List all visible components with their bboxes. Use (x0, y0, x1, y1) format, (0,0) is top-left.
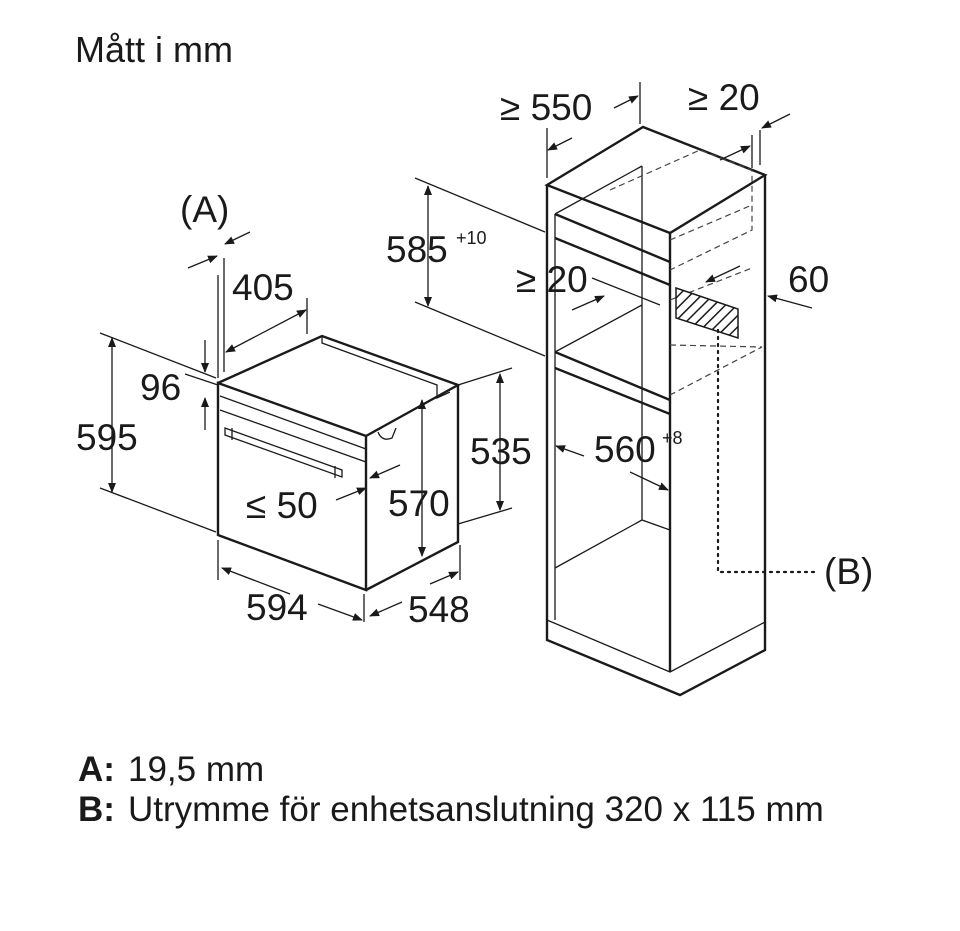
dim-60: 60 (788, 259, 829, 300)
oven-control-panel (219, 409, 367, 463)
legend-a: A: 19,5 mm (78, 750, 264, 790)
legend-a-text: 19,5 mm (128, 750, 265, 789)
dim-560: 560 +8 (594, 428, 683, 470)
svg-text:+10: +10 (456, 228, 487, 248)
dim-min-20-rear: ≥ 20 (688, 77, 760, 118)
oven-dimensions: (A) 405 96 595 535 570 ≤ 50 594 (76, 189, 532, 630)
dim-405: 405 (232, 267, 294, 308)
label-b: (B) (824, 551, 873, 592)
oven-side (365, 385, 460, 592)
dim-548: 548 (408, 589, 470, 630)
cabinet-drawing (544, 125, 820, 697)
legend-b-key: B: (78, 790, 115, 829)
dim-min-550: ≥ 550 (500, 87, 592, 128)
dim-595: 595 (76, 417, 138, 458)
label-a: (A) (180, 189, 229, 230)
dim-handle-gap: ≤ 50 (246, 485, 318, 526)
legend-b-text: Utrymme för enhetsanslutning 320 x 115 m… (128, 790, 824, 829)
dim-570: 570 (388, 483, 450, 524)
dim-96: 96 (140, 367, 181, 408)
svg-text:585: 585 (386, 229, 448, 270)
legend-a-key: A: (78, 750, 115, 789)
connection-space-leader (716, 328, 820, 574)
oven-handle (224, 427, 343, 478)
oven-drawing (216, 334, 461, 592)
dim-535: 535 (470, 431, 532, 472)
dim-585: 585 +10 (386, 228, 487, 270)
dim-min-20-shelf: ≥ 20 (516, 259, 588, 300)
oven-top (217, 334, 461, 438)
dim-594: 594 (246, 587, 308, 628)
legend-b: B: Utrymme för enhetsanslutning 320 x 115… (78, 790, 878, 830)
svg-text:+8: +8 (662, 428, 683, 448)
svg-text:560: 560 (594, 429, 656, 470)
cabinet-dimensions: ≥ 550 ≥ 20 585 +10 ≥ 20 60 560 +8 (386, 77, 873, 592)
diagram-title: Mått i mm (75, 29, 233, 70)
